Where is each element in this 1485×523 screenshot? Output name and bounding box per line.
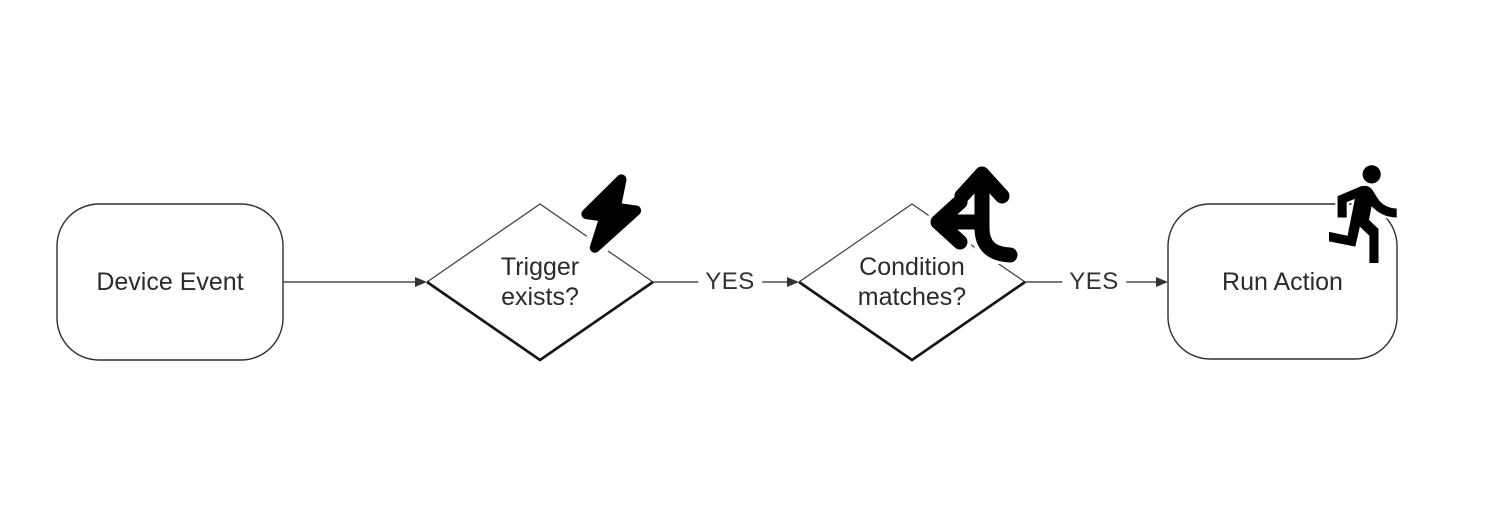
node-run-action-shape bbox=[1167, 203, 1398, 360]
node-condition-matches-bottom-edge bbox=[798, 280, 1026, 362]
arrowhead-icon bbox=[1156, 277, 1168, 287]
arrowhead-icon bbox=[415, 277, 427, 287]
arrowhead-icon bbox=[787, 277, 799, 287]
node-trigger-exists-bottom-edge bbox=[426, 280, 654, 362]
node-condition-matches-shape bbox=[799, 204, 1025, 360]
node-device-event-shape bbox=[56, 203, 284, 361]
node-trigger-exists-shape bbox=[427, 204, 653, 360]
